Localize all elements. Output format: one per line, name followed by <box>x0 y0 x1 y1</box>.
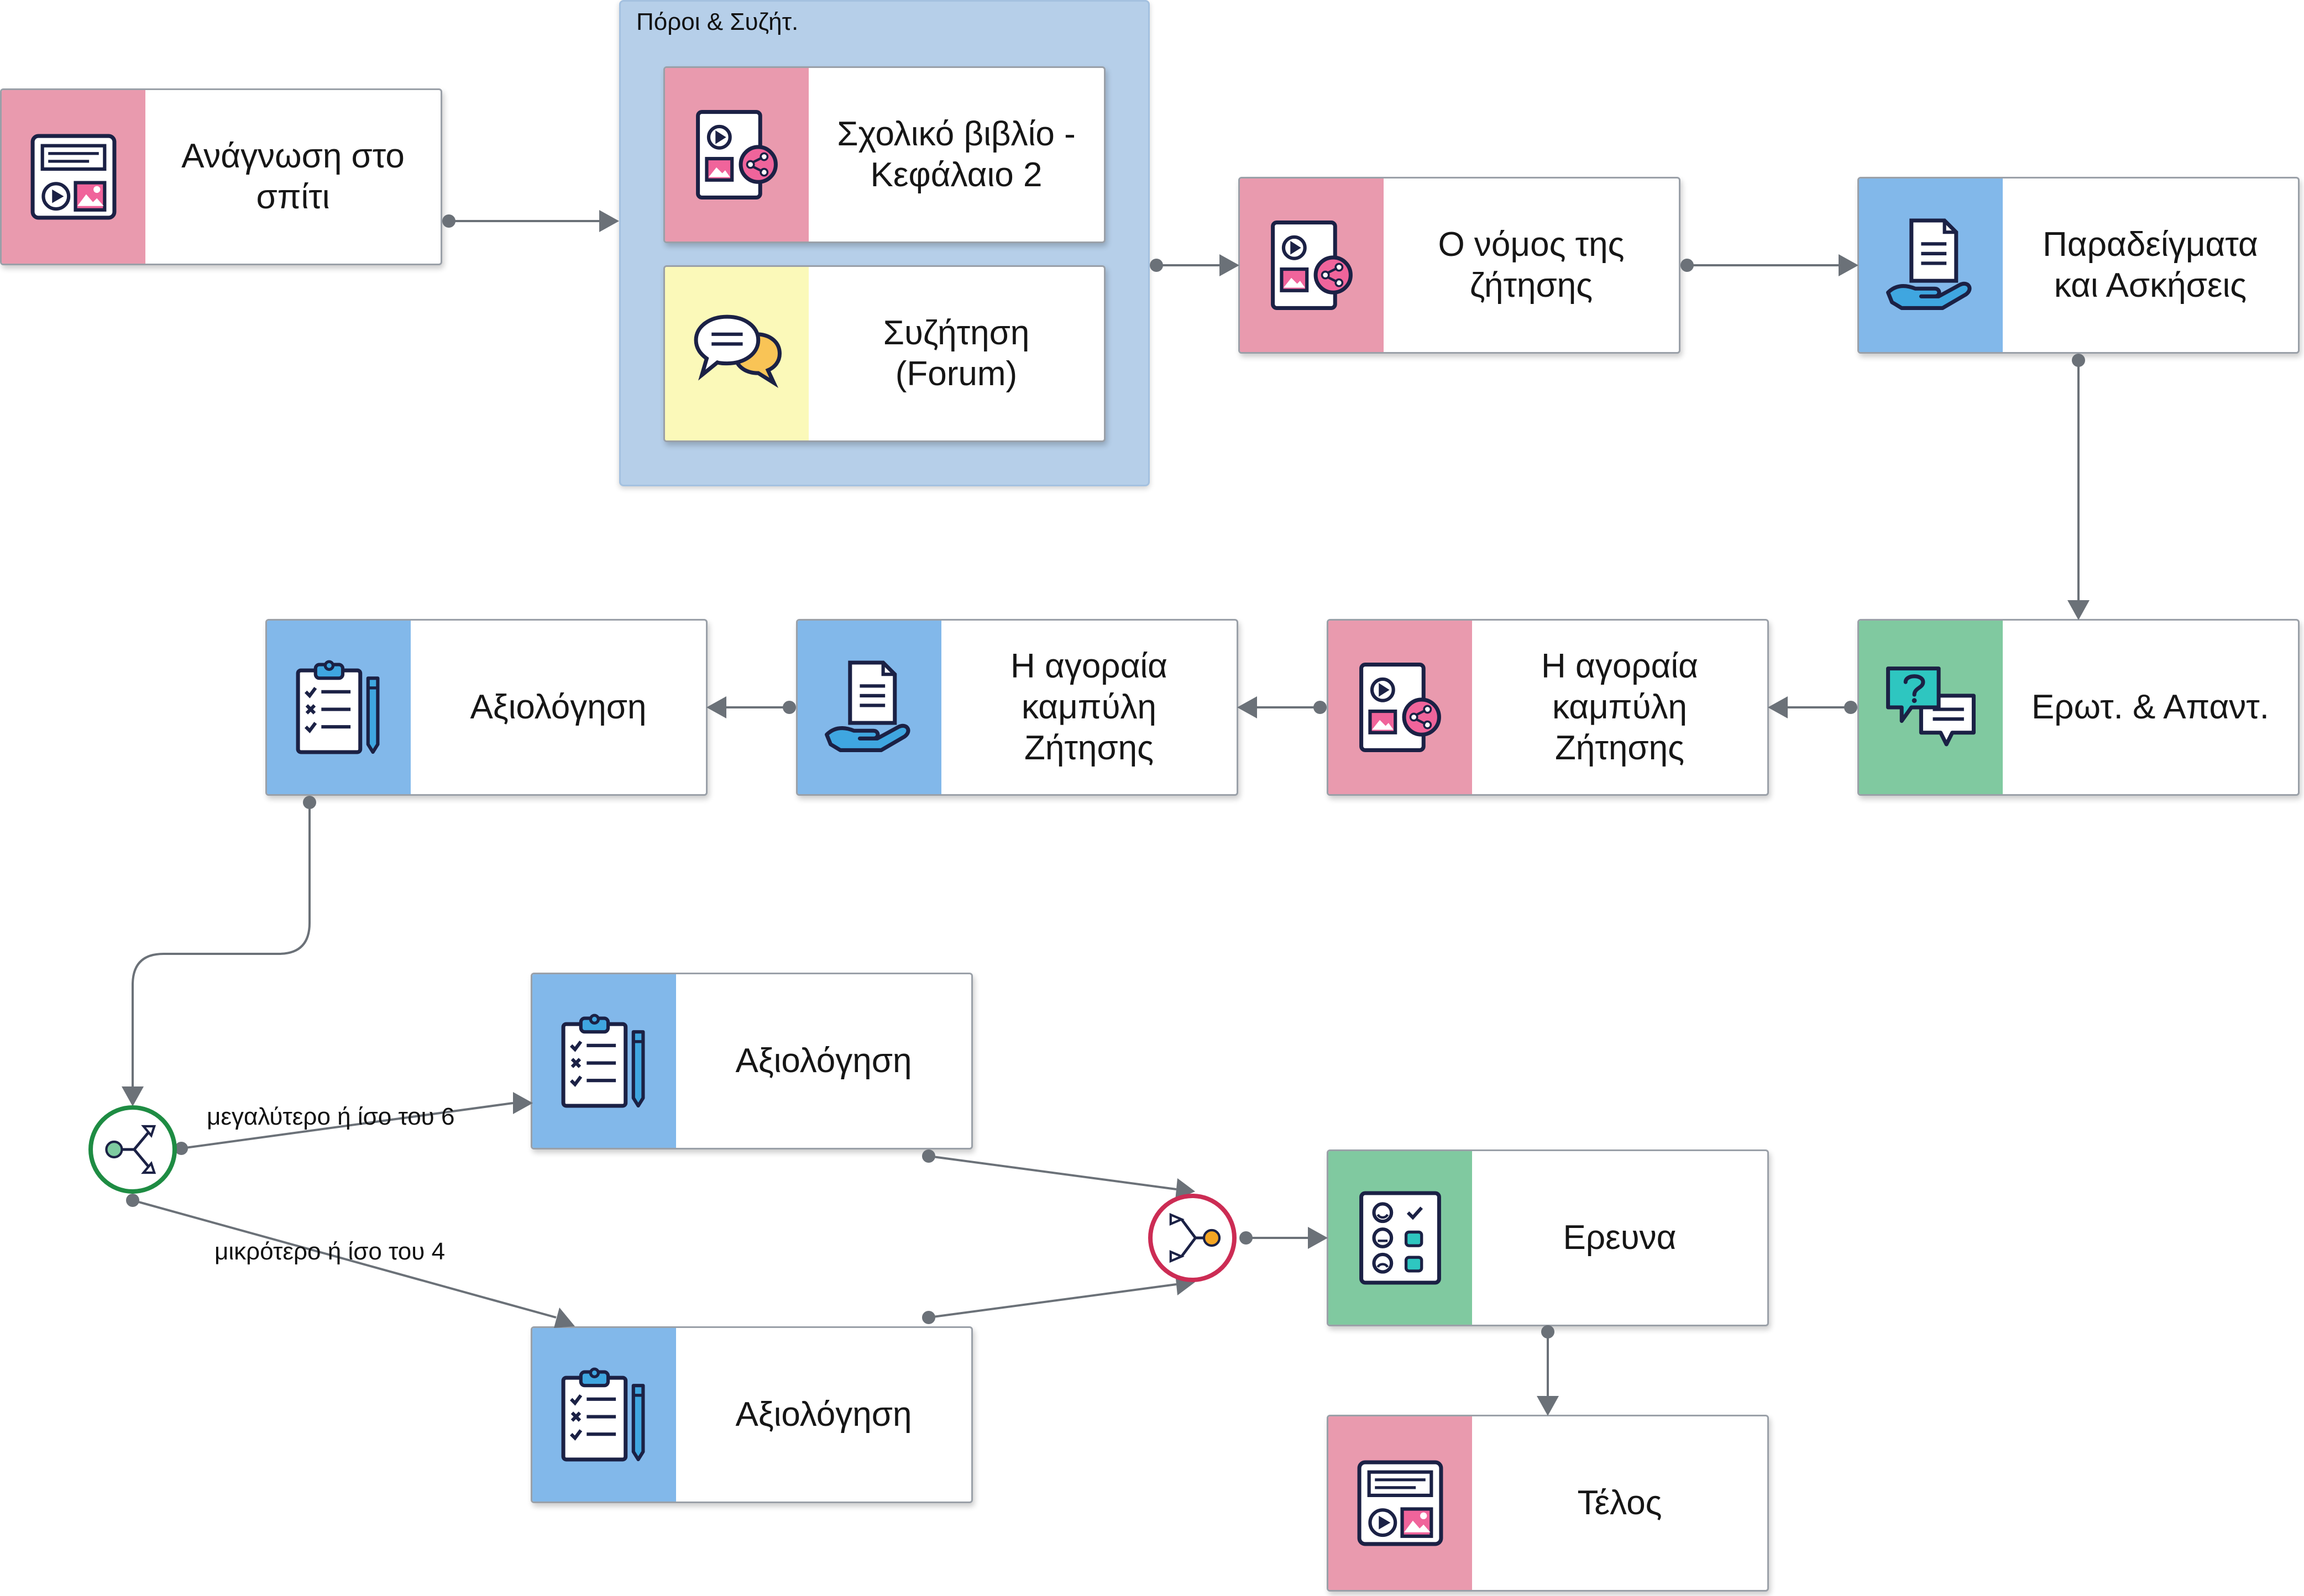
node-label: Η αγοραία καμπύλη Ζήτησης <box>1541 647 1699 767</box>
node-band <box>1328 1416 1472 1590</box>
node-label: Αξιολόγηση <box>470 688 647 726</box>
clipboard-pencil-icon <box>561 1014 645 1108</box>
node-label: Ανάγνωση στο σπίτι <box>181 137 405 216</box>
branch-split-icon <box>105 1125 156 1174</box>
node-band <box>665 68 809 242</box>
node-assessment-2[interactable]: Αξιολόγηση <box>531 973 973 1149</box>
node-label: Η αγοραία καμπύλη Ζήτησης <box>1010 647 1168 767</box>
node-band <box>1328 621 1472 794</box>
node-examples-exercises[interactable]: Παραδείγματα και Ασκήσεις <box>1857 177 2300 354</box>
node-band <box>798 621 941 794</box>
media-share-icon <box>1271 221 1353 310</box>
media-page-icon <box>1357 1460 1443 1546</box>
node-label: Ερωτ. & Απαντ. <box>2031 688 2270 726</box>
join-gateway[interactable] <box>1148 1194 1237 1282</box>
media-page-icon <box>30 134 117 220</box>
question-chat-icon <box>1886 666 1976 747</box>
node-market-demand-curve-media[interactable]: Η αγοραία καμπύλη Ζήτησης <box>1327 619 1769 796</box>
edge-assessment3-to-join[interactable] <box>928 1283 1177 1319</box>
survey-faces-icon <box>1359 1191 1441 1285</box>
document-hand-icon <box>1886 218 1972 310</box>
group-label: Πόροι & Συζήτ. <box>636 8 799 35</box>
node-questions-answers[interactable]: Ερωτ. & Απαντ. <box>1857 619 2300 796</box>
node-band <box>532 1328 676 1502</box>
node-textbook-chapter-2[interactable]: Σχολικό βιβλίο - Κεφάλαιο 2 <box>663 66 1106 243</box>
node-survey[interactable]: Ερευνα <box>1327 1149 1769 1326</box>
edge-label-greater-or-equal-6: μεγαλύτερο ή ίσο του 6 <box>207 1103 455 1130</box>
split-gateway[interactable] <box>88 1105 177 1194</box>
clipboard-pencil-icon <box>561 1367 645 1462</box>
node-band <box>1328 1151 1472 1325</box>
node-band <box>665 267 809 440</box>
media-share-icon <box>696 110 778 200</box>
node-assessment-1[interactable]: Αξιολόγηση <box>265 619 708 796</box>
node-assessment-3[interactable]: Αξιολόγηση <box>531 1326 973 1503</box>
node-label: Ο νόμος της ζήτησης <box>1438 225 1625 305</box>
node-band <box>1240 179 1384 352</box>
node-label: Παραδείγματα και Ασκήσεις <box>2043 225 2258 305</box>
node-forum-discussion[interactable]: Συζήτηση (Forum) <box>663 265 1106 442</box>
document-hand-icon <box>825 660 910 752</box>
node-label: Αξιολόγηση <box>735 1395 912 1434</box>
branch-merge-icon <box>1169 1212 1221 1263</box>
node-reading-at-home[interactable]: Ανάγνωση στο σπίτι <box>0 88 442 265</box>
edge-assessment1-to-split[interactable] <box>132 802 311 1086</box>
chat-bubbles-icon <box>694 314 782 389</box>
node-label: Τέλος <box>1577 1484 1662 1522</box>
clipboard-pencil-icon <box>296 660 380 754</box>
edge-label-less-or-equal-4: μικρότερο ή ίσο του 4 <box>214 1238 446 1265</box>
node-end[interactable]: Τέλος <box>1327 1415 1769 1592</box>
node-label: Αξιολόγηση <box>735 1042 912 1080</box>
node-band <box>1859 179 2003 352</box>
node-band <box>532 974 676 1148</box>
media-share-icon <box>1359 663 1441 752</box>
node-market-demand-curve-document[interactable]: Η αγοραία καμπύλη Ζήτησης <box>796 619 1238 796</box>
node-label: Σχολικό βιβλίο - Κεφάλαιο 2 <box>837 115 1076 194</box>
node-band <box>1859 621 2003 794</box>
node-law-of-demand[interactable]: Ο νόμος της ζήτησης <box>1238 177 1680 354</box>
node-label: Συζήτηση (Forum) <box>883 314 1030 393</box>
node-band <box>2 90 145 264</box>
edge-assessment2-to-join[interactable] <box>928 1155 1177 1190</box>
node-label: Ερευνα <box>1563 1219 1677 1257</box>
node-band <box>267 621 411 794</box>
